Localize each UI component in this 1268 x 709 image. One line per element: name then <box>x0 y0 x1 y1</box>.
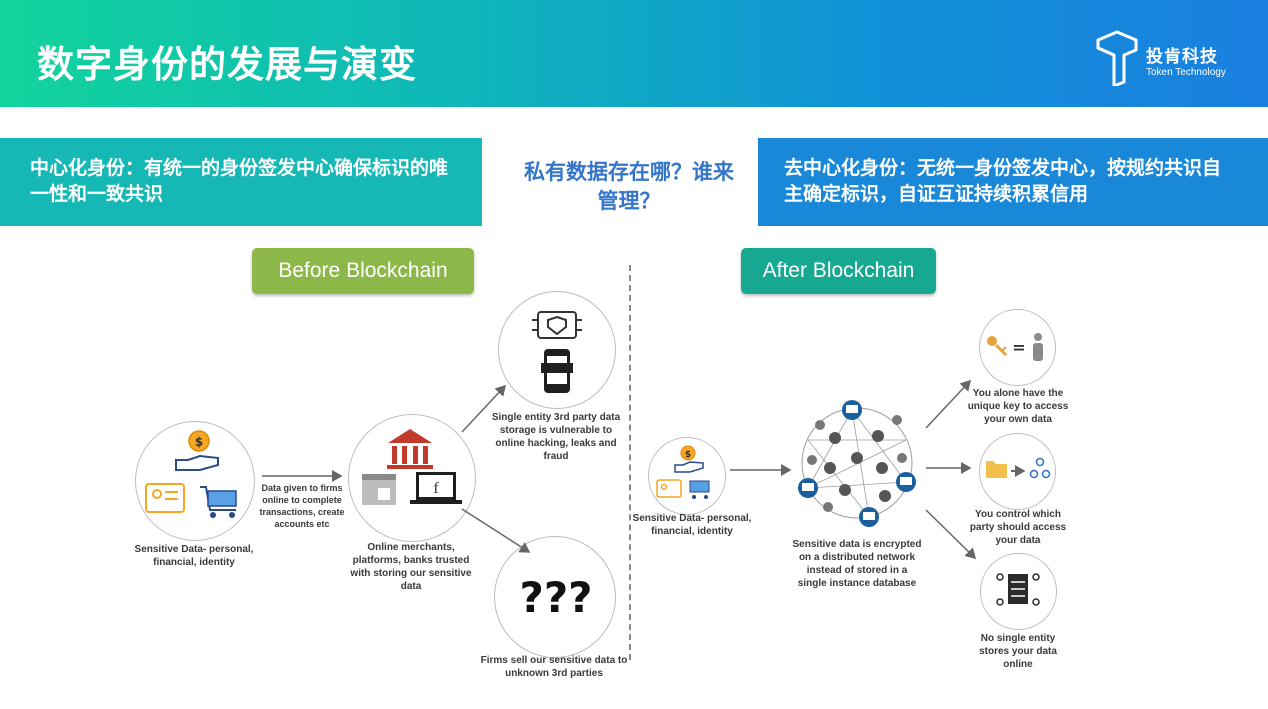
arrow-to-unknown <box>461 508 531 553</box>
after-id-card-icon <box>656 479 682 498</box>
firms-sell-caption: Firms sell our sensitive data to unknown… <box>480 655 628 679</box>
decentralized-identity-text: 去中心化身份：无统一身份签发中心，按规约共识自主确定标识，自证互证持续积累信用 <box>784 157 1222 205</box>
question-text: 私有数据存在哪？谁来管理？ <box>524 160 734 213</box>
question-marks-icon: ??? <box>519 573 592 622</box>
distributed-network-icon <box>798 400 916 527</box>
folder-share-icon <box>986 457 1051 479</box>
centralized-identity-text: 中心化身份：有统一的身份签发中心确保标识的唯一性和一致共识 <box>30 157 449 205</box>
key-circle <box>979 309 1056 386</box>
after-coin-hand-icon: $ <box>674 445 704 473</box>
token-logo-icon <box>1096 30 1138 86</box>
divider-line <box>629 265 631 660</box>
shopping-cart-icon <box>200 486 237 518</box>
before-blockchain-label: Before Blockchain <box>252 248 474 294</box>
svg-text:=: = <box>1012 338 1025 357</box>
svg-text:f: f <box>433 480 439 497</box>
decentralized-identity-box <box>758 138 1268 226</box>
merchants-caption: Online merchants, platforms, banks trust… <box>350 542 472 592</box>
id-card-icon <box>145 483 185 513</box>
hacked-phone-icon <box>541 349 573 393</box>
shield-chip-icon <box>532 311 582 339</box>
coin-hand-icon: $ <box>175 430 219 471</box>
no-single-caption: No single entity stores your data online <box>979 633 1057 670</box>
brand-name-en: Token Technology <box>1146 67 1226 78</box>
before-sensitive-caption: Sensitive Data- personal, financial, ide… <box>134 544 254 568</box>
centralized-identity-box <box>0 138 482 226</box>
network-caption: Sensitive data is encrypted on a distrib… <box>792 539 922 589</box>
data-given-caption: Data given to firms online to complete t… <box>259 483 345 529</box>
header-bar <box>0 0 1268 107</box>
bank-icon <box>387 429 433 469</box>
arrow-to-storage <box>461 384 507 433</box>
server-network-icon <box>996 573 1040 606</box>
after-blockchain-label: After Blockchain <box>741 248 936 294</box>
svg-text:$: $ <box>685 450 691 460</box>
key-caption: You alone have the unique key to access … <box>967 388 1069 425</box>
svg-text:$: $ <box>195 435 203 449</box>
key-person-icon: = <box>987 333 1043 361</box>
storefront-icon <box>362 474 396 505</box>
unknown-parties-circle <box>494 536 616 658</box>
arrow-to-no-single <box>925 509 977 560</box>
arrow-to-key <box>925 379 972 429</box>
brand-name-cn: 投肯科技 <box>1146 47 1218 67</box>
page-title: 数字身份的发展与演变 <box>37 43 417 86</box>
control-caption: You control which party should access yo… <box>969 509 1067 546</box>
after-shopping-cart-icon <box>689 480 710 499</box>
after-sensitive-caption: Sensitive Data- personal, financial, ide… <box>632 513 752 537</box>
laptop-icon: f <box>410 472 462 504</box>
single-entity-caption: Single entity 3rd party data storage is … <box>491 412 621 462</box>
